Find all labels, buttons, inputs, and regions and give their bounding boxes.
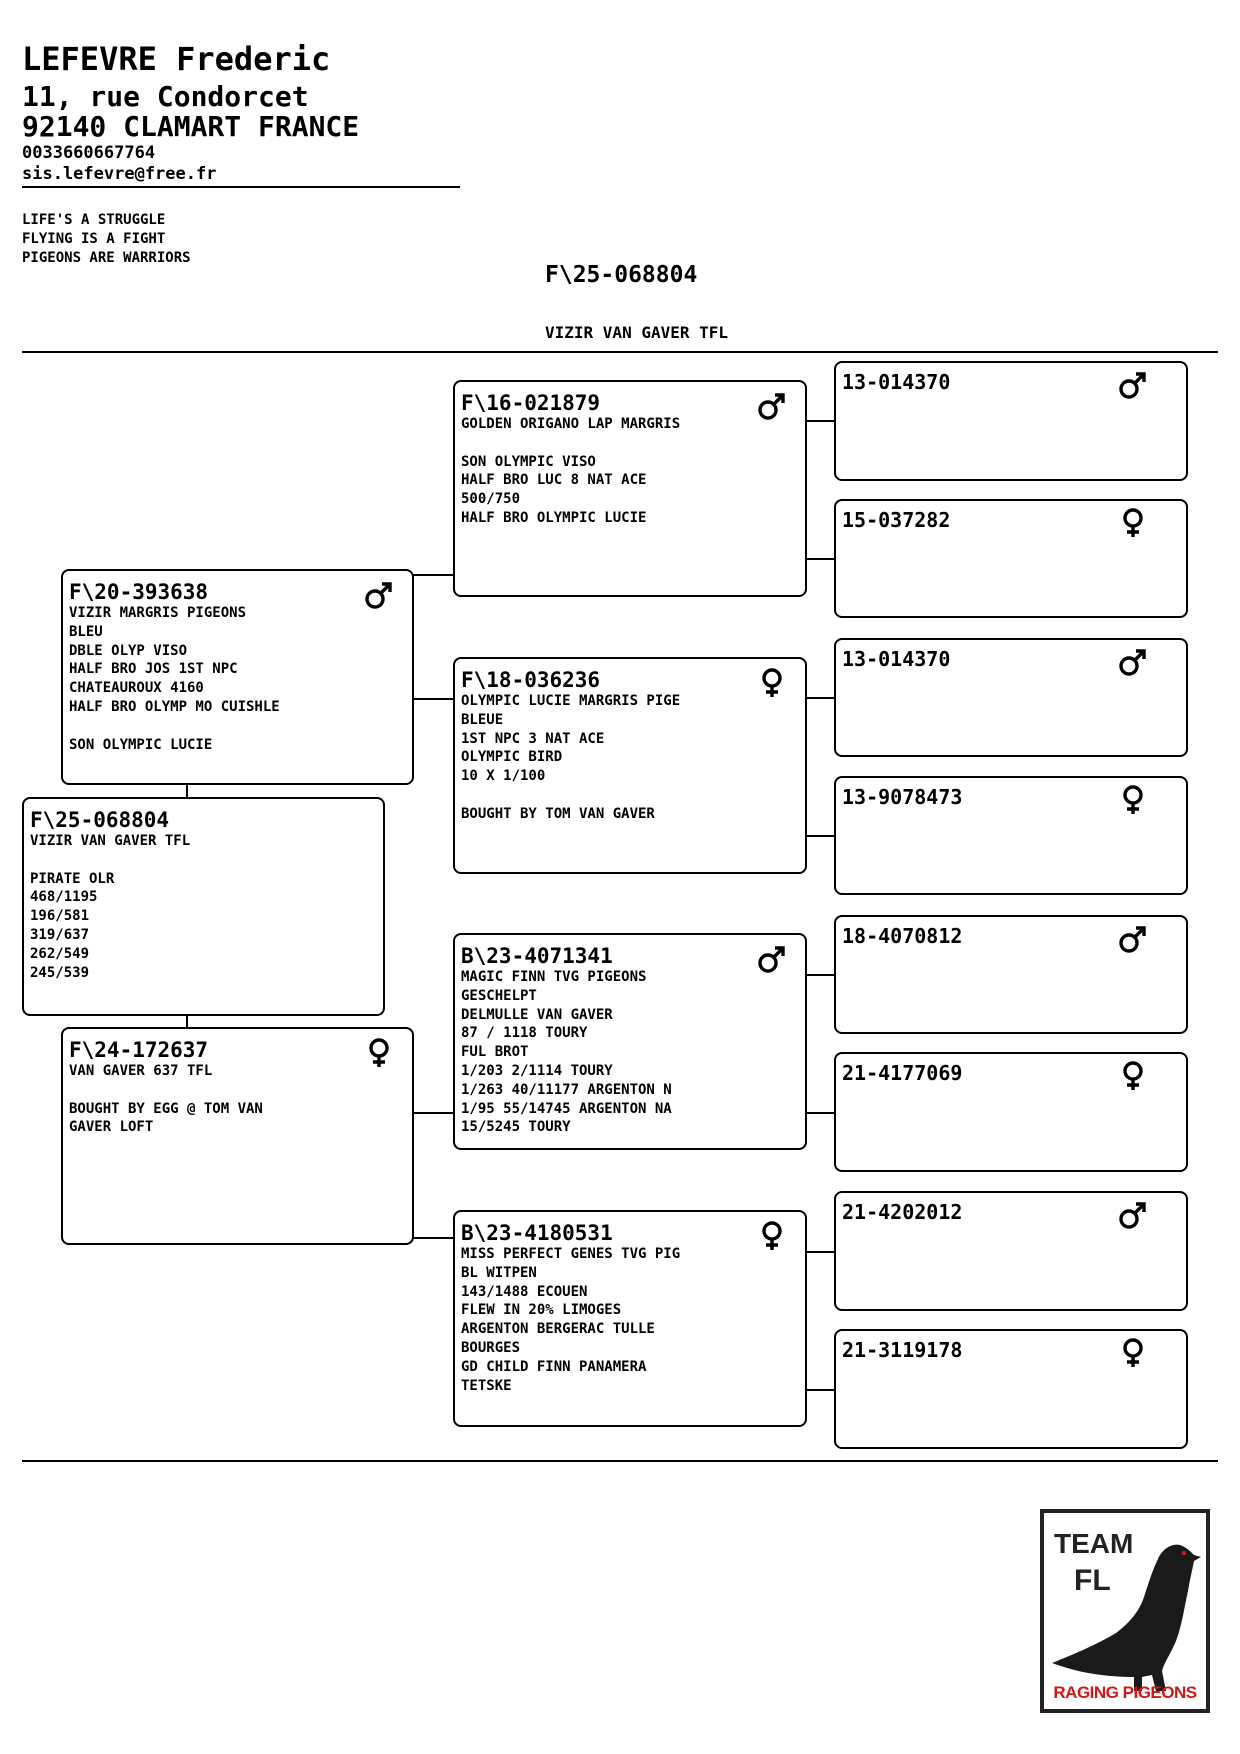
male-symbol-icon: [1119, 926, 1146, 953]
card-notes: MISS PERFECT GENES TVG PIG BL WITPEN 143…: [461, 1246, 681, 1394]
owner-street: 11, rue Condorcet: [22, 80, 309, 113]
ring-number: 21-3119178: [842, 1338, 963, 1362]
pedigree-card-ggp: 21-3119178: [834, 1329, 1188, 1449]
female-symbol-icon: [1123, 1338, 1143, 1367]
card-notes: OLYMPIC LUCIE MARGRIS PIGE BLEUE 1ST NPC…: [461, 693, 681, 822]
ring-number: 13-014370: [842, 647, 951, 671]
ring-number: F\18-036236: [461, 668, 601, 692]
owner-city: 92140 CLAMART FRANCE: [22, 110, 360, 143]
logo-team-text: TEAM: [1054, 1528, 1134, 1559]
connector-line: [806, 420, 835, 422]
owner-name: LEFEVRE Frederic: [22, 40, 331, 78]
ring-number: 21-4202012: [842, 1200, 963, 1224]
male-symbol-icon: [758, 393, 785, 420]
card-notes: VAN GAVER 637 TFL BOUGHT BY EGG @ TOM VA…: [69, 1063, 263, 1136]
ring-number: B\23-4180531: [461, 1221, 613, 1245]
connector-line: [806, 1251, 835, 1253]
pedigree-card-dam-sire: B\23-4071341 MAGIC FINN TVG PIGEONS GESC…: [453, 933, 807, 1150]
male-symbol-icon: [1119, 649, 1146, 676]
connector-line: [413, 1237, 454, 1239]
subject-ring: F\25-068804: [545, 262, 698, 288]
header-divider: [22, 186, 460, 188]
connector-line: [413, 1112, 454, 1114]
connector-line: [806, 835, 835, 837]
male-symbol-icon: [758, 946, 785, 973]
ring-number: B\23-4071341: [461, 944, 613, 968]
connector-line: [806, 1389, 835, 1391]
motto: LIFE'S A STRUGGLE FLYING IS A FIGHT PIGE…: [22, 212, 191, 266]
connector-line: [186, 783, 188, 798]
connector-line: [413, 574, 454, 576]
owner-email: sis.lefevre@free.fr: [22, 164, 217, 184]
logo-tagline: RAGING PIGEONS: [1053, 1683, 1197, 1702]
pedigree-card-ggp: 21-4202012: [834, 1191, 1188, 1311]
pedigree-card-dam-dam: B\23-4180531 MISS PERFECT GENES TVG PIG …: [453, 1210, 807, 1427]
connector-line: [806, 558, 835, 560]
top-rule: [22, 351, 1218, 353]
pedigree-card-sire-sire: F\16-021879 GOLDEN ORIGANO LAP MARGRIS S…: [453, 380, 807, 597]
pedigree-card-sire-dam: F\18-036236 OLYMPIC LUCIE MARGRIS PIGE B…: [453, 657, 807, 874]
female-symbol-icon: [1123, 1061, 1143, 1090]
pedigree-card-ggp: 13-014370: [834, 361, 1188, 481]
pedigree-card-ggp: 15-037282: [834, 499, 1188, 618]
ring-number: 18-4070812: [842, 924, 963, 948]
ring-number: F\16-021879: [461, 391, 601, 415]
connector-line: [186, 1015, 188, 1029]
male-symbol-icon: [1119, 372, 1146, 399]
bottom-rule: [22, 1460, 1218, 1462]
pedigree-card-ggp: 13-9078473: [834, 776, 1188, 895]
connector-line: [806, 697, 835, 699]
ring-number: F\24-172637: [69, 1038, 209, 1062]
female-symbol-icon: [369, 1038, 389, 1067]
male-symbol-icon: [1119, 1202, 1146, 1229]
pedigree-card-sire: F\20-393638 VIZIR MARGRIS PIGEONS BLEU D…: [61, 569, 414, 785]
pedigree-card-bird: F\25-068804 VIZIR VAN GAVER TFL PIRATE O…: [22, 797, 385, 1016]
ring-number: 15-037282: [842, 508, 951, 532]
ring-number: 13-014370: [842, 370, 951, 394]
ring-number: 13-9078473: [842, 785, 963, 809]
female-symbol-icon: [1123, 785, 1143, 814]
logo-fl-text: FL: [1074, 1564, 1111, 1597]
pedigree-card-ggp: 21-4177069: [834, 1052, 1188, 1172]
connector-line: [413, 698, 454, 700]
team-logo: TEAM FL RAGING PIGEONS: [1040, 1509, 1210, 1713]
female-symbol-icon: [762, 1221, 782, 1250]
male-symbol-icon: [365, 582, 392, 609]
owner-phone: 0033660667764: [22, 143, 156, 163]
ring-number: 21-4177069: [842, 1061, 963, 1085]
subject-name: VIZIR VAN GAVER TFL: [545, 323, 729, 342]
connector-line: [806, 974, 835, 976]
pedigree-card-ggp: 18-4070812: [834, 915, 1188, 1034]
pedigree-card-ggp: 13-014370: [834, 638, 1188, 757]
card-notes: MAGIC FINN TVG PIGEONS GESCHELPT DELMULL…: [461, 969, 672, 1136]
female-symbol-icon: [762, 668, 782, 697]
female-symbol-icon: [1123, 508, 1143, 537]
pigeon-icon: [1052, 1544, 1201, 1691]
card-notes: GOLDEN ORIGANO LAP MARGRIS SON OLYMPIC V…: [461, 416, 681, 526]
card-notes: VIZIR VAN GAVER TFL PIRATE OLR 468/1195 …: [30, 833, 191, 981]
pedigree-card-dam: F\24-172637 VAN GAVER 637 TFL BOUGHT BY …: [61, 1027, 414, 1245]
ring-number: F\25-068804: [30, 808, 170, 832]
ring-number: F\20-393638: [69, 580, 209, 604]
connector-line: [806, 1112, 835, 1114]
card-notes: VIZIR MARGRIS PIGEONS BLEU DBLE OLYP VIS…: [69, 605, 280, 753]
